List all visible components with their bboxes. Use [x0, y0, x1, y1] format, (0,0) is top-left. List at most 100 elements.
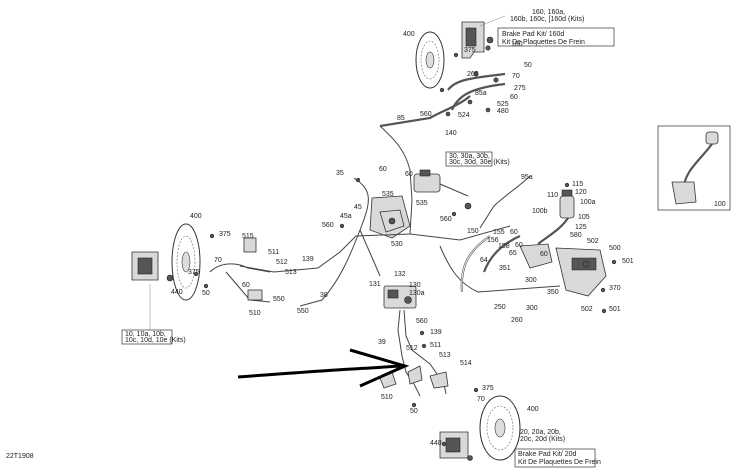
part-label: 513 [285, 269, 297, 276]
front-left-brake-assembly [131, 223, 201, 301]
part-label: 550 [297, 308, 309, 315]
kit-top-title-fr: Kit De Plaquettes De Frein [502, 39, 585, 46]
part-label: 70 [477, 396, 485, 403]
part-label: 158 [498, 243, 510, 250]
part-label: 510 [249, 310, 261, 317]
part-label: 535 [382, 191, 394, 198]
part-number-labels: 400 375 180 265 50 70 275 85a 60 525 480… [171, 31, 634, 447]
diagram-id: 22T1908 [6, 453, 34, 460]
part-label: 440 [430, 440, 442, 447]
part-label: 130a [409, 290, 425, 297]
part-label: 375 [188, 269, 200, 276]
part-label: 300 [525, 277, 537, 284]
abs-module [383, 285, 417, 309]
part-label: 525 [497, 101, 509, 108]
rear-brake-pedal-assembly [519, 243, 607, 297]
part-label: 60 [510, 229, 518, 236]
part-label: 64 [480, 257, 488, 264]
part-label: 156 [487, 237, 499, 244]
part-label: 514 [460, 360, 472, 367]
part-label: 50 [524, 62, 532, 69]
part-label: 95a [521, 174, 533, 181]
part-label: 100b [532, 208, 548, 215]
kit-top-refs-line1: 160, 160a, [532, 9, 565, 16]
part-label: 155 [493, 229, 505, 236]
part-label: 375 [219, 231, 231, 238]
kit-middle-refs-line1: 30, 30a, 30b, [449, 153, 490, 160]
part-label: 370 [609, 285, 621, 292]
part-label: 150 [467, 228, 479, 235]
part-label: 350 [547, 289, 559, 296]
part-label: 535 [416, 200, 428, 207]
part-label: 250 [494, 304, 506, 311]
part-label: 275 [514, 85, 526, 92]
front-right-brake-assembly [415, 21, 494, 89]
part-label: 38 [320, 292, 328, 299]
part-label: 500 [609, 245, 621, 252]
front-right-brake-lines [379, 71, 506, 201]
part-label: 511 [268, 249, 279, 256]
part-label: 60 [540, 251, 548, 258]
kit-bottom-refs-line2: 20c, 20d (Kits) [520, 436, 565, 443]
rear-brake-reservoir [537, 189, 575, 245]
part-label: 510 [381, 394, 393, 401]
part-label: 515 [242, 233, 254, 240]
part-label: 501 [622, 258, 634, 265]
pointer-arrow [237, 348, 410, 388]
kit-middle-refs-line2: 30c, 30d, 30e (Kits) [449, 159, 510, 166]
part-label: 39 [378, 339, 386, 346]
part-label: 50 [202, 290, 210, 297]
kit-bottom-title-fr: Kit De Plaquettes De Frein [518, 459, 601, 466]
part-label: 530 [391, 241, 403, 248]
part-label: 60 [242, 282, 250, 289]
part-label: 115 [572, 181, 583, 188]
part-label: 560 [322, 222, 334, 229]
part-label: 132 [394, 271, 406, 278]
part-label: 105 [578, 214, 590, 221]
part-label: 502 [587, 238, 599, 245]
part-label: 265 [467, 71, 479, 78]
rear-brake-hoses [460, 234, 521, 293]
part-label: 440 [171, 289, 183, 296]
part-label: 560 [440, 216, 452, 223]
kit-left-refs-line1: 10, 10a, 10b, [125, 331, 166, 338]
inset-rear-master-cylinder: 100 [657, 125, 731, 211]
part-label: 300 [526, 305, 538, 312]
part-label: 100a [580, 199, 596, 206]
part-label: 120 [575, 189, 587, 196]
part-label: 524 [458, 112, 470, 119]
fastener-dots [193, 52, 617, 447]
rear-brake-assembly [439, 395, 521, 461]
kit-box-left: 10, 10a, 10b, 10c, 10d, 10e (Kits) [121, 284, 186, 345]
abs-bracket-assembly [369, 195, 411, 239]
part-label: 480 [497, 108, 509, 115]
part-label: 139 [430, 329, 442, 336]
part-label: 400 [527, 406, 539, 413]
part-label: 60 [405, 171, 413, 178]
part-label: 65 [509, 250, 517, 257]
part-label: 60 [515, 242, 523, 249]
part-label: 351 [499, 265, 511, 272]
part-label: 580 [570, 232, 582, 239]
part-label: 110 [547, 192, 558, 199]
part-label: 131 [369, 281, 381, 288]
part-label: 85a [475, 90, 487, 97]
part-label: 502 [581, 306, 593, 313]
kit-top-title-en: Brake Pad Kit/ 160d [502, 31, 564, 38]
part-label: 512 [406, 345, 418, 352]
part-label: 130 [409, 282, 421, 289]
part-label: 511 [430, 342, 441, 349]
part-label: 180 [511, 41, 523, 48]
part-label: 70 [214, 257, 222, 264]
master-cylinder-assembly: 30, 30a, 30b, 30c, 30d, 30e (Kits) [413, 151, 510, 210]
part-label: 50 [410, 408, 418, 415]
kit-top-refs-line2: 160b, 160c, [160d (Kits) [510, 16, 584, 23]
part-label: 125 [575, 224, 587, 231]
kit-box-top: Brake Pad Kit/ 160d Kit De Plaquettes De… [479, 9, 615, 47]
part-label: 260 [511, 317, 523, 324]
left-brake-lines [209, 237, 271, 303]
kit-bottom-refs-line1: 20, 20a, 20b, [520, 429, 561, 436]
part-label: 560 [420, 111, 432, 118]
part-label: 375 [464, 47, 476, 54]
